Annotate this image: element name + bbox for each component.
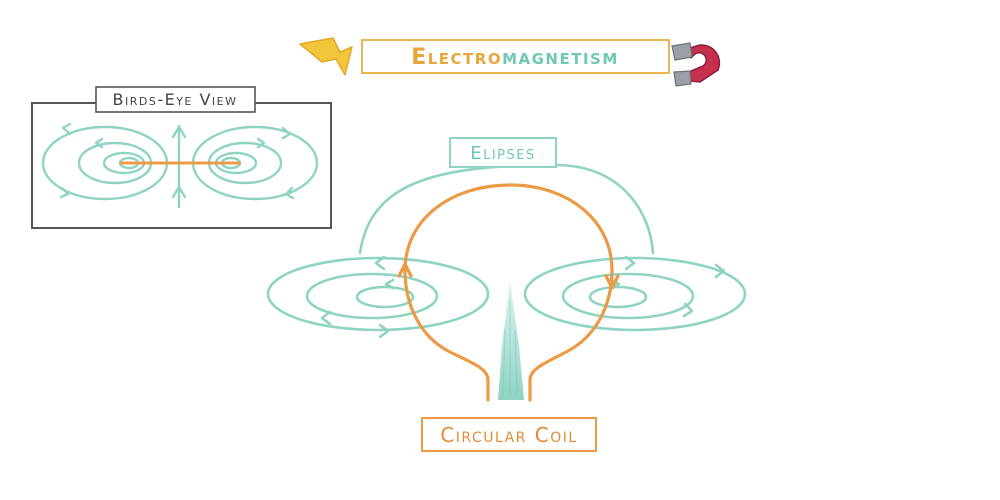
title-box	[361, 39, 670, 74]
circular-coil-label-box	[421, 417, 597, 452]
main-field-diagram: Elipses	[266, 137, 747, 452]
title-banner: Electromagnetism	[299, 37, 721, 87]
page-title: Electromagnetism	[411, 45, 619, 70]
ellipses-bracket-arc	[358, 163, 655, 255]
birds-eye-field-lines	[41, 124, 319, 209]
central-field-arrow	[498, 282, 524, 400]
coil-arrow-up	[397, 262, 413, 278]
circular-coil	[403, 183, 614, 402]
circular-coil-label: Circular Coil	[440, 423, 577, 447]
birds-eye-label-box	[95, 86, 256, 113]
central-field-arrow-streaks	[502, 300, 518, 396]
lightning-bolt-icon	[299, 37, 353, 76]
birds-eye-frame	[31, 102, 332, 229]
horseshoe-magnet-icon	[671, 42, 721, 87]
right-field-ellipses	[523, 256, 747, 332]
title-part-magnetism: magnetism	[502, 45, 619, 70]
birds-eye-view-panel: Birds-Eye View	[31, 86, 332, 229]
title-part-electro: Electro	[411, 45, 502, 70]
field-arrowheads	[320, 255, 726, 339]
birds-eye-arrowheads	[59, 122, 295, 200]
birds-eye-label: Birds-Eye View	[113, 90, 238, 109]
ellipses-label-box	[449, 137, 557, 168]
ellipses-label: Elipses	[470, 143, 536, 164]
left-field-ellipses	[266, 256, 490, 332]
coil-arrow-down	[604, 274, 620, 290]
